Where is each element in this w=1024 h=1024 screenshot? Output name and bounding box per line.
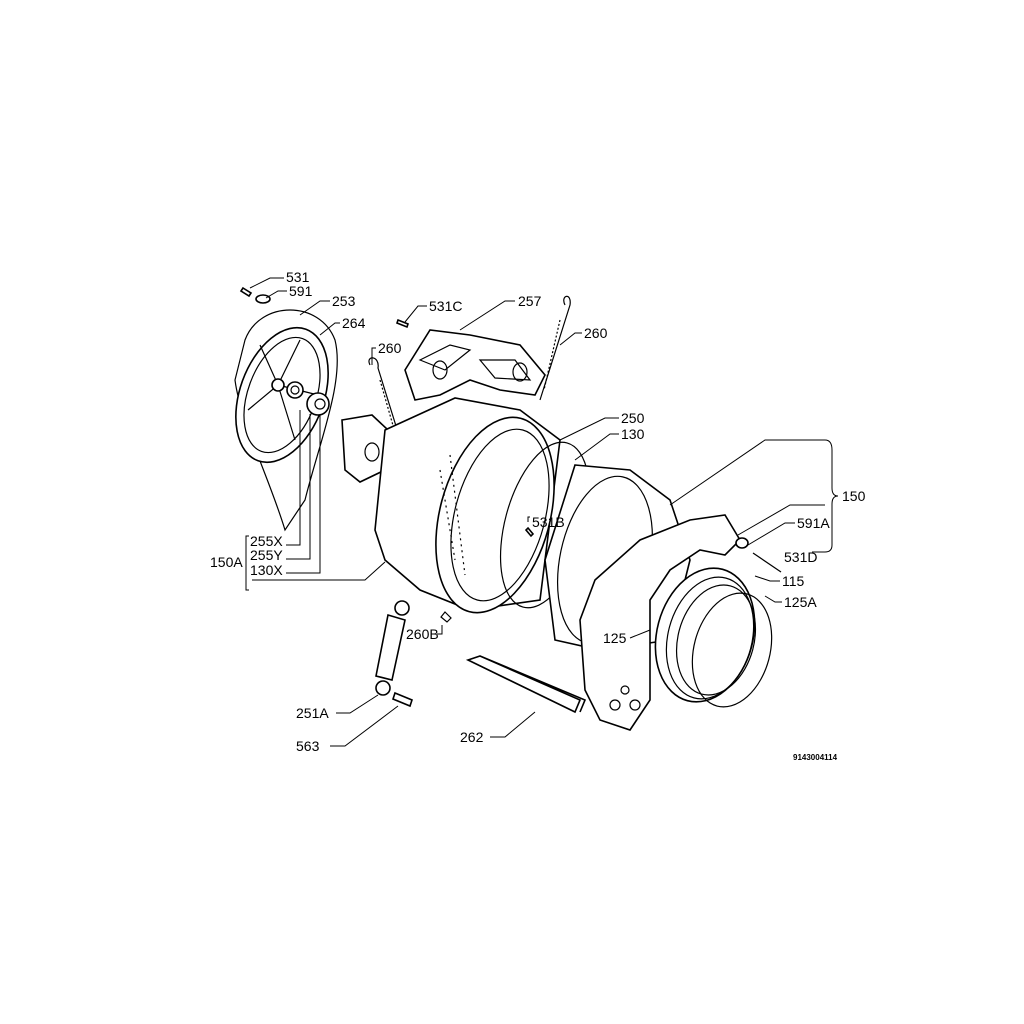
front-frame-125 xyxy=(579,514,742,731)
callout-labels: 531 591 253 264 531C 257 260 260 250 130… xyxy=(210,269,866,762)
callout-125a: 125A xyxy=(784,594,817,610)
callout-531c: 531C xyxy=(429,298,462,314)
callout-262: 262 xyxy=(460,729,484,745)
callout-255x: 255X xyxy=(250,533,283,549)
bearing-parts xyxy=(286,381,330,416)
screw-531b xyxy=(524,526,535,538)
callout-531: 531 xyxy=(286,269,310,285)
bolt-531d xyxy=(752,552,782,573)
callout-591: 591 xyxy=(289,283,313,299)
callout-591a: 591A xyxy=(797,515,830,531)
callout-250: 250 xyxy=(621,410,645,426)
drawing-code: 9143004114 xyxy=(793,753,838,762)
callout-531d: 531D xyxy=(784,549,817,565)
spring-260-right xyxy=(539,295,571,401)
screw-531-washer-591 xyxy=(239,286,271,304)
bracket-262 xyxy=(465,655,587,714)
callout-115: 115 xyxy=(782,573,805,589)
shock-absorber-251a xyxy=(375,600,410,696)
callout-130x: 130X xyxy=(250,562,283,578)
callout-251a: 251A xyxy=(296,705,329,721)
washer-591a xyxy=(735,537,749,549)
callout-257: 257 xyxy=(518,293,542,309)
callout-150a: 150A xyxy=(210,554,243,570)
drum-250 xyxy=(435,416,555,614)
bolt-563 xyxy=(392,691,413,708)
pulley-253 xyxy=(234,309,338,532)
callout-150: 150 xyxy=(842,488,866,504)
clamp-ring-125a xyxy=(691,592,773,708)
clip-260b xyxy=(440,611,452,623)
counterweight-257 xyxy=(404,329,546,401)
leader-lines xyxy=(245,277,839,747)
callout-260-left: 260 xyxy=(378,340,402,356)
callout-253: 253 xyxy=(332,293,356,309)
callout-255y: 255Y xyxy=(250,547,283,563)
callout-130: 130 xyxy=(621,426,645,442)
callout-260b: 260B xyxy=(406,626,439,642)
callout-125: 125 xyxy=(603,630,627,646)
screw-531c xyxy=(396,318,409,329)
callout-563: 563 xyxy=(296,738,320,754)
callout-260-right: 260 xyxy=(584,325,608,341)
callout-531b: 531B xyxy=(532,514,565,530)
callout-264: 264 xyxy=(342,315,366,331)
